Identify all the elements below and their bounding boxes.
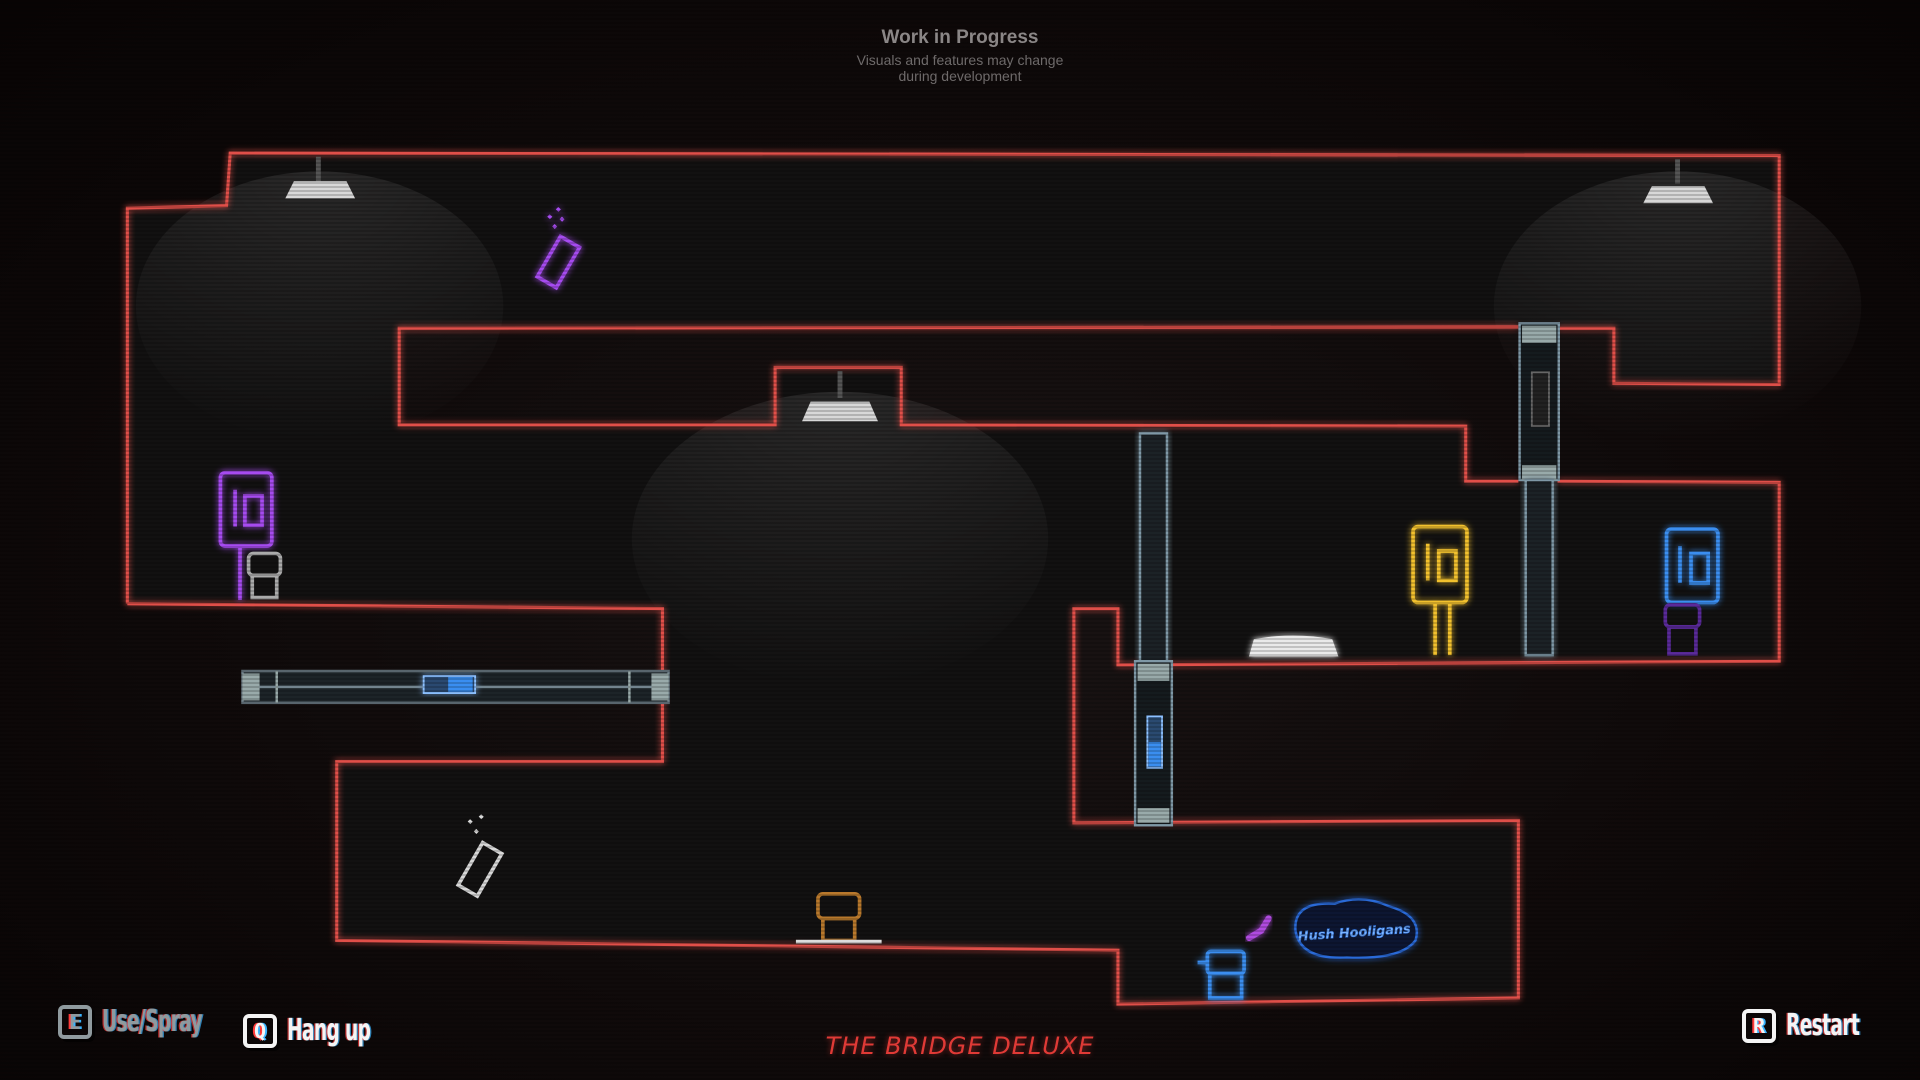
wip-banner-subtitle: during development [898, 68, 1022, 84]
npc-character-blue [1197, 949, 1246, 1000]
use-spray-label: Use/Spray [102, 1004, 203, 1039]
vertical-door-left [1133, 432, 1174, 827]
restart-label: Restart [1786, 1008, 1860, 1043]
wip-banner-title: Work in Progress [881, 27, 1039, 48]
level-walls [125, 151, 1781, 1006]
key-q-icon: Q [243, 1013, 277, 1048]
right-room-wall [127, 479, 1781, 1006]
ceiling-lamp-icon [802, 371, 878, 422]
lamp-lights [135, 171, 1862, 686]
hang-up-label: Hang up [287, 1013, 371, 1048]
phone-booth-purple-icon[interactable] [218, 470, 274, 600]
level-name: THE BRIDGE DELUXE [825, 1032, 1095, 1060]
vertical-door-right [1518, 322, 1560, 657]
pressure-plate[interactable] [1248, 635, 1339, 657]
outer-wall [125, 151, 1781, 604]
use-spray-hint[interactable]: E Use/Spray [58, 1004, 263, 1039]
npc-character-grey [246, 551, 283, 600]
phone-booth-blue-icon[interactable] [1664, 527, 1720, 605]
phone-booth-yellow-icon[interactable] [1411, 524, 1469, 656]
hang-up-hint[interactable]: Q Hang up [243, 1013, 421, 1048]
key-r-icon: R [1742, 1008, 1776, 1043]
player-character-brown [795, 892, 882, 944]
inner-wall [397, 325, 1519, 483]
key-e-icon: E [58, 1004, 92, 1039]
npc-character-purple [1663, 603, 1702, 656]
graffiti-hush-hooligans-logo: Hush Hooligans [1294, 898, 1418, 960]
restart-hint[interactable]: R Restart [1742, 1008, 1904, 1043]
door-slider-indicator [448, 677, 473, 692]
ceiling-lamp-icon [1643, 159, 1714, 204]
phone-handset-icon[interactable] [1245, 915, 1272, 942]
wip-banner-subtitle: Visuals and features may change [856, 52, 1064, 68]
spray-can-purple-icon[interactable] [534, 206, 583, 291]
spray-can-white-icon[interactable] [455, 814, 505, 899]
ceiling-lamp-icon [285, 156, 356, 199]
